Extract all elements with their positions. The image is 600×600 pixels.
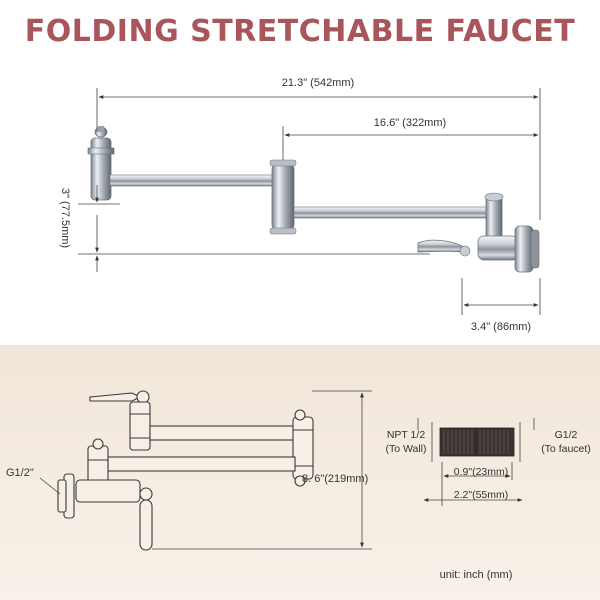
outer-length-label: 2.2"(55mm) (454, 489, 509, 501)
drawing-height-label: 8. 6"(219mm) (302, 473, 368, 485)
height-label: 3" (77.5mm) (59, 188, 71, 248)
bottom-dimensions (39, 390, 372, 550)
npt-label: NPT 1/2 (387, 429, 425, 441)
overall-width-label: 21.3" (542mm) (282, 77, 354, 89)
page-title: FOLDING STRETCHABLE FAUCET (24, 14, 576, 49)
inner-length-label: 0.9"(23mm) (454, 466, 509, 478)
faucet-photo (87, 126, 540, 273)
unit-label: unit: inch (mm) (440, 569, 513, 581)
g12-label: G1/2 (555, 429, 578, 441)
top-dimensions (78, 88, 541, 315)
connector-detail (417, 418, 535, 506)
faucet-line-drawing (57, 390, 314, 551)
inlet-label: G1/2" (6, 467, 34, 479)
depth-label: 3.4" (86mm) (471, 321, 531, 333)
to-wall-label: (To Wall) (385, 443, 426, 455)
to-faucet-label: (To faucet) (541, 443, 591, 455)
arm-length-label: 16.6" (322mm) (374, 117, 446, 129)
